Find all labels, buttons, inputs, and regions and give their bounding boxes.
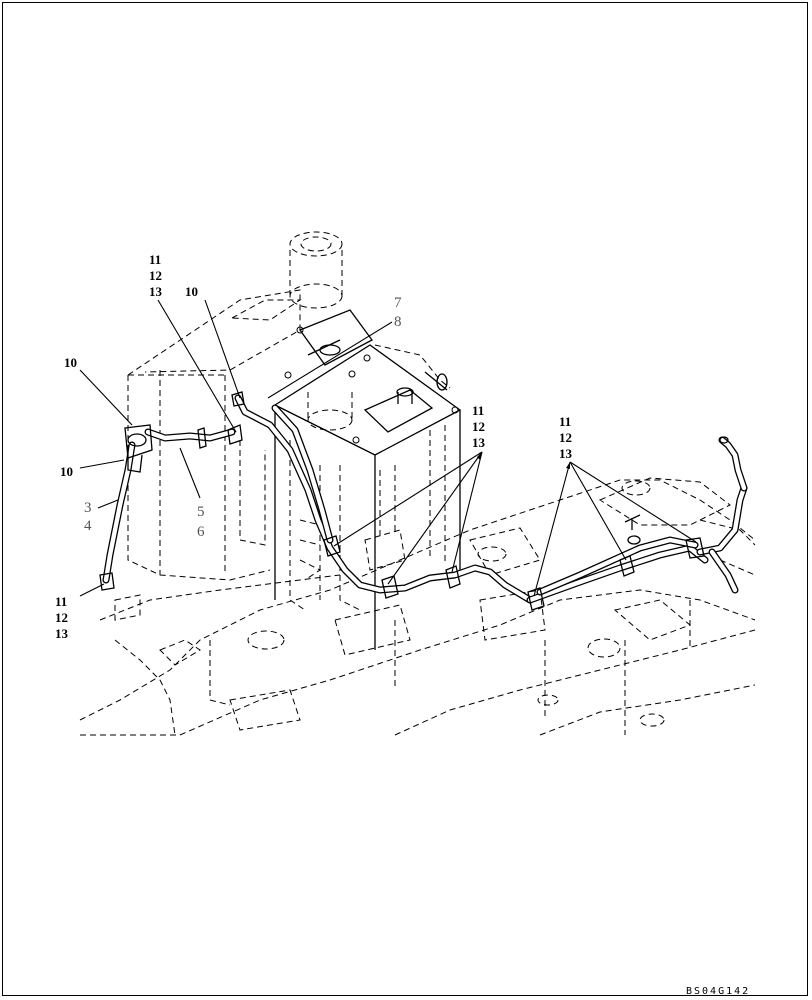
callout-10-lower: 10	[60, 464, 73, 479]
callout-group-j: 11 12 13	[559, 414, 573, 461]
callout-group-h: 11 12 13	[55, 594, 69, 641]
callout-group-g: 5 6	[197, 504, 205, 540]
leader-lines	[79, 299, 697, 597]
callout-12: 12	[149, 268, 162, 283]
callout-10-left: 10	[64, 355, 77, 370]
callout-group-f: 3 4	[84, 500, 92, 534]
hose-assemblies	[99, 391, 748, 611]
callout-group-c: 7 8	[394, 295, 402, 330]
callout-12: 12	[559, 430, 572, 445]
callout-5: 5	[197, 504, 205, 520]
callout-12: 12	[472, 419, 485, 434]
callout-13: 13	[472, 435, 486, 450]
callout-12: 12	[55, 610, 68, 625]
callout-10-top: 10	[185, 284, 198, 299]
callout-7: 7	[394, 295, 402, 311]
callout-13: 13	[149, 284, 163, 299]
callout-6: 6	[197, 524, 205, 540]
machine-frame	[79, 477, 756, 736]
callout-group-a: 11 12 13	[149, 252, 163, 299]
callout-labels: 11 12 13 10 7 8 10 10 3 4 5 6 11 12 13	[55, 252, 573, 641]
drawing-code: BS04G142	[686, 986, 750, 997]
callout-8: 8	[394, 314, 402, 330]
callout-11: 11	[55, 594, 67, 609]
hydraulic-tank	[273, 231, 462, 650]
callout-11: 11	[472, 403, 484, 418]
left-tank	[127, 289, 302, 581]
callout-3: 3	[84, 500, 92, 516]
callout-group-i: 11 12 13	[472, 403, 486, 450]
callout-11: 11	[149, 252, 161, 267]
callout-4: 4	[84, 518, 92, 534]
callout-11: 11	[559, 414, 571, 429]
callout-13: 13	[559, 446, 573, 461]
callout-13: 13	[55, 626, 69, 641]
